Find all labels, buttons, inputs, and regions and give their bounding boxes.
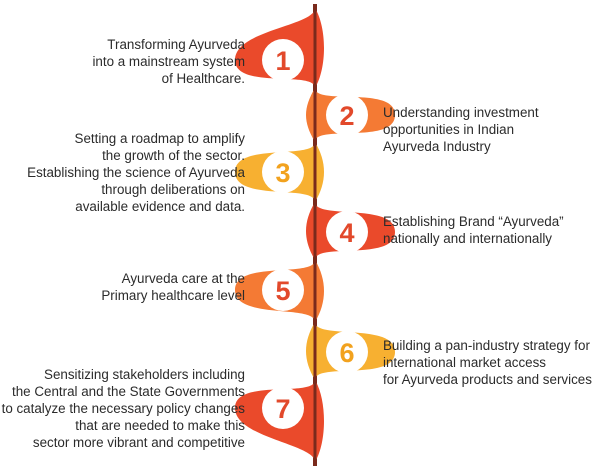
step-3-lobe: 3 bbox=[235, 142, 324, 202]
step-6-number: 6 bbox=[339, 338, 354, 368]
step-6-line: international market access bbox=[383, 355, 546, 370]
step-2-number: 2 bbox=[339, 101, 354, 131]
step-4-text: Establishing Brand “Ayurveda” nationally … bbox=[383, 213, 564, 247]
step-7-line: Sensitizing stakeholders including bbox=[44, 367, 245, 382]
step-1-number: 1 bbox=[275, 46, 290, 76]
step-6-line: Building a pan-industry strategy for bbox=[383, 338, 590, 353]
step-7-number: 7 bbox=[275, 394, 290, 424]
step-2-line: Understanding investment bbox=[383, 105, 539, 120]
step-7-line: that are needed to make this bbox=[75, 418, 245, 433]
step-7-line: the Central and the State Governments bbox=[12, 384, 245, 399]
step-7-lobe: 7 bbox=[235, 380, 324, 462]
step-2-lobe: 2 bbox=[306, 88, 395, 142]
step-5-line: Primary healthcare level bbox=[101, 288, 245, 303]
step-4-lobe: 4 bbox=[306, 202, 395, 260]
step-6-line: for Ayurveda products and services bbox=[383, 372, 592, 387]
step-5-number: 5 bbox=[275, 276, 290, 306]
step-3-number: 3 bbox=[275, 158, 290, 188]
step-5-line: Ayurveda care at the bbox=[121, 271, 245, 286]
step-6-disc bbox=[326, 331, 368, 373]
step-4-number: 4 bbox=[339, 218, 354, 248]
step-1-text: Transforming Ayurveda into a mainstream s… bbox=[92, 36, 245, 87]
step-1-lobe: 1 bbox=[235, 8, 324, 88]
step-6-lobe: 6 bbox=[306, 322, 395, 380]
step-7-disc bbox=[262, 387, 304, 429]
step-3-line: Setting a roadmap to amplify bbox=[74, 131, 245, 146]
step-2-line: Ayurveda Industry bbox=[383, 139, 491, 154]
step-1-line: Transforming Ayurveda bbox=[107, 37, 245, 52]
step-3-line: the growth of the sector. bbox=[102, 148, 245, 163]
step-3-text: Setting a roadmap to amplify the growth o… bbox=[27, 130, 245, 215]
step-2-disc bbox=[326, 94, 368, 136]
step-7-line: sector more vibrant and competitive bbox=[32, 435, 245, 450]
step-6-text: Building a pan-industry strategy for inte… bbox=[383, 337, 592, 388]
step-4-line: Establishing Brand “Ayurveda” bbox=[383, 214, 564, 229]
step-4-line: nationally and internationally bbox=[383, 231, 552, 246]
step-3-line: available evidence and data. bbox=[75, 199, 245, 214]
step-7-line: to catalyze the necessary policy changes bbox=[1, 401, 245, 416]
step-1-disc bbox=[262, 39, 304, 81]
step-1-line: of Healthcare. bbox=[161, 71, 245, 86]
step-2-line: opportunities in Indian bbox=[383, 122, 515, 137]
step-3-line: Establishing the science of Ayurveda bbox=[27, 165, 245, 180]
step-3-disc bbox=[262, 151, 304, 193]
step-2-text: Understanding investment opportunities in… bbox=[383, 104, 539, 155]
step-5-lobe: 5 bbox=[235, 260, 324, 322]
step-3-line: through deliberations on bbox=[101, 182, 245, 197]
step-5-disc bbox=[262, 269, 304, 311]
step-7-text: Sensitizing stakeholders including the Ce… bbox=[2, 366, 245, 451]
step-1-line: into a mainstream system bbox=[92, 54, 245, 69]
step-4-disc bbox=[326, 211, 368, 253]
